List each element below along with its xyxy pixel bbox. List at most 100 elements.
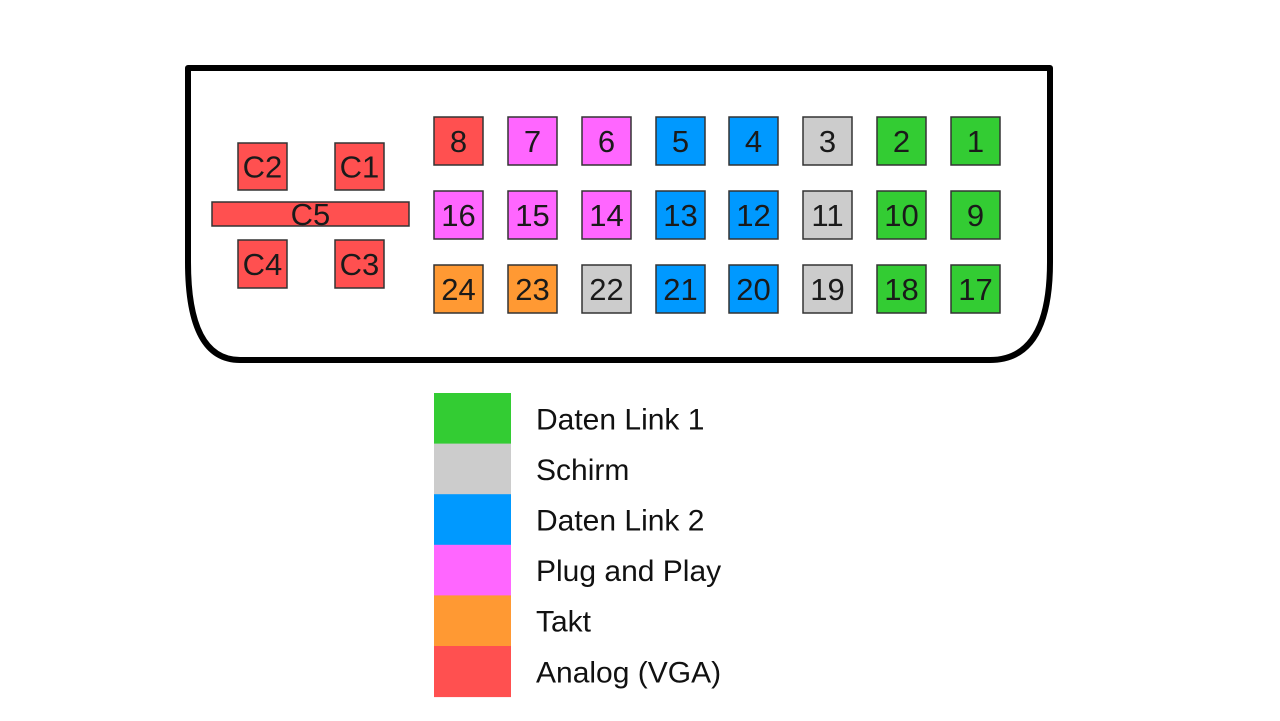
pin-label: C2 [243, 150, 283, 185]
pin-label: 4 [745, 124, 762, 159]
pin-box [581, 264, 632, 314]
pin-box [876, 116, 927, 166]
pin-box [507, 264, 558, 314]
pin-15: 15 [507, 190, 558, 240]
pin-box [433, 116, 484, 166]
pin-label: 20 [736, 272, 770, 307]
pin-5: 5 [655, 116, 706, 166]
pin-box [728, 116, 779, 166]
legend-swatch [434, 595, 511, 647]
pin-box [507, 190, 558, 240]
pin-box [581, 116, 632, 166]
pin-11: 11 [802, 190, 853, 240]
pin-17: 17 [950, 264, 1001, 314]
pin-label: 10 [884, 198, 918, 233]
pin-label: 7 [524, 124, 541, 159]
pin-label: 12 [736, 198, 770, 233]
pin-box [655, 190, 706, 240]
pin-12: 12 [728, 190, 779, 240]
pin-21: 21 [655, 264, 706, 314]
legend-swatch [434, 443, 511, 495]
pin-label: 8 [450, 124, 467, 159]
pin-7: 7 [507, 116, 558, 166]
pin-label: 14 [589, 198, 623, 233]
pin-label: 5 [672, 124, 689, 159]
pin-label: 13 [663, 198, 697, 233]
pin-box [237, 142, 288, 191]
pin-label: C4 [243, 247, 283, 282]
pin-10: 10 [876, 190, 927, 240]
pin-box [507, 116, 558, 166]
pin-box [876, 190, 927, 240]
pin-box [211, 201, 410, 227]
pin-4: 4 [728, 116, 779, 166]
pin-label: 2 [893, 124, 910, 159]
pin-label: 16 [441, 198, 475, 233]
pin-box [876, 264, 927, 314]
pin-box [950, 116, 1001, 166]
legend-label: Daten Link 2 [536, 505, 704, 538]
pin-box [950, 264, 1001, 314]
pin-label: 11 [811, 198, 843, 233]
pin-box [802, 264, 853, 314]
pin-box [655, 116, 706, 166]
legend-swatch [434, 393, 511, 445]
pin-24: 24 [433, 264, 484, 314]
pin-box [433, 190, 484, 240]
pin-box [728, 264, 779, 314]
legend-label: Schirm [536, 454, 629, 487]
pin-8: 8 [433, 116, 484, 166]
legend-swatch [434, 544, 511, 596]
pin-20: 20 [728, 264, 779, 314]
pin-label: 23 [515, 272, 549, 307]
pin-label: 22 [589, 272, 623, 307]
legend-swatch [434, 494, 511, 546]
legend-item-1: Schirm [434, 443, 629, 495]
legend-label: Plug and Play [536, 555, 721, 588]
pin-label: 18 [884, 272, 918, 307]
analog-pin-c4: C4 [237, 239, 288, 289]
pin-label: 21 [663, 272, 697, 307]
pin-13: 13 [655, 190, 706, 240]
legend-item-3: Plug and Play [434, 544, 721, 596]
pin-box [728, 190, 779, 240]
legend-item-4: Takt [434, 595, 592, 647]
pin-box [237, 239, 288, 289]
pin-18: 18 [876, 264, 927, 314]
pin-box [655, 264, 706, 314]
pin-label: 1 [967, 124, 984, 159]
pin-3: 3 [802, 116, 853, 166]
pin-label: 15 [515, 198, 549, 233]
pin-23: 23 [507, 264, 558, 314]
pin-box [433, 264, 484, 314]
analog-pin-c1: C1 [334, 142, 385, 191]
pin-6: 6 [581, 116, 632, 166]
pin-label: 6 [598, 124, 615, 159]
pin-2: 2 [876, 116, 927, 166]
legend-label: Daten Link 1 [536, 403, 704, 436]
pin-22: 22 [581, 264, 632, 314]
legend-swatch [434, 646, 511, 698]
pin-14: 14 [581, 190, 632, 240]
legend-item-5: Analog (VGA) [434, 646, 721, 698]
pin-label: C5 [291, 197, 331, 232]
legend-item-0: Daten Link 1 [434, 393, 704, 445]
pin-9: 9 [950, 190, 1001, 240]
pin-label: 19 [810, 272, 844, 307]
pin-label: 17 [958, 272, 992, 307]
legend-label: Takt [536, 606, 592, 639]
legend-label: Analog (VGA) [536, 656, 721, 689]
analog-pin-c5: C5 [211, 197, 410, 232]
analog-pin-c3: C3 [334, 239, 385, 289]
pin-label: 24 [441, 272, 475, 307]
pin-box [802, 116, 853, 166]
analog-pin-c2: C2 [237, 142, 288, 191]
legend-item-2: Daten Link 2 [434, 494, 704, 546]
pin-box [802, 190, 853, 240]
pin-box [334, 239, 385, 289]
pin-box [334, 142, 385, 191]
